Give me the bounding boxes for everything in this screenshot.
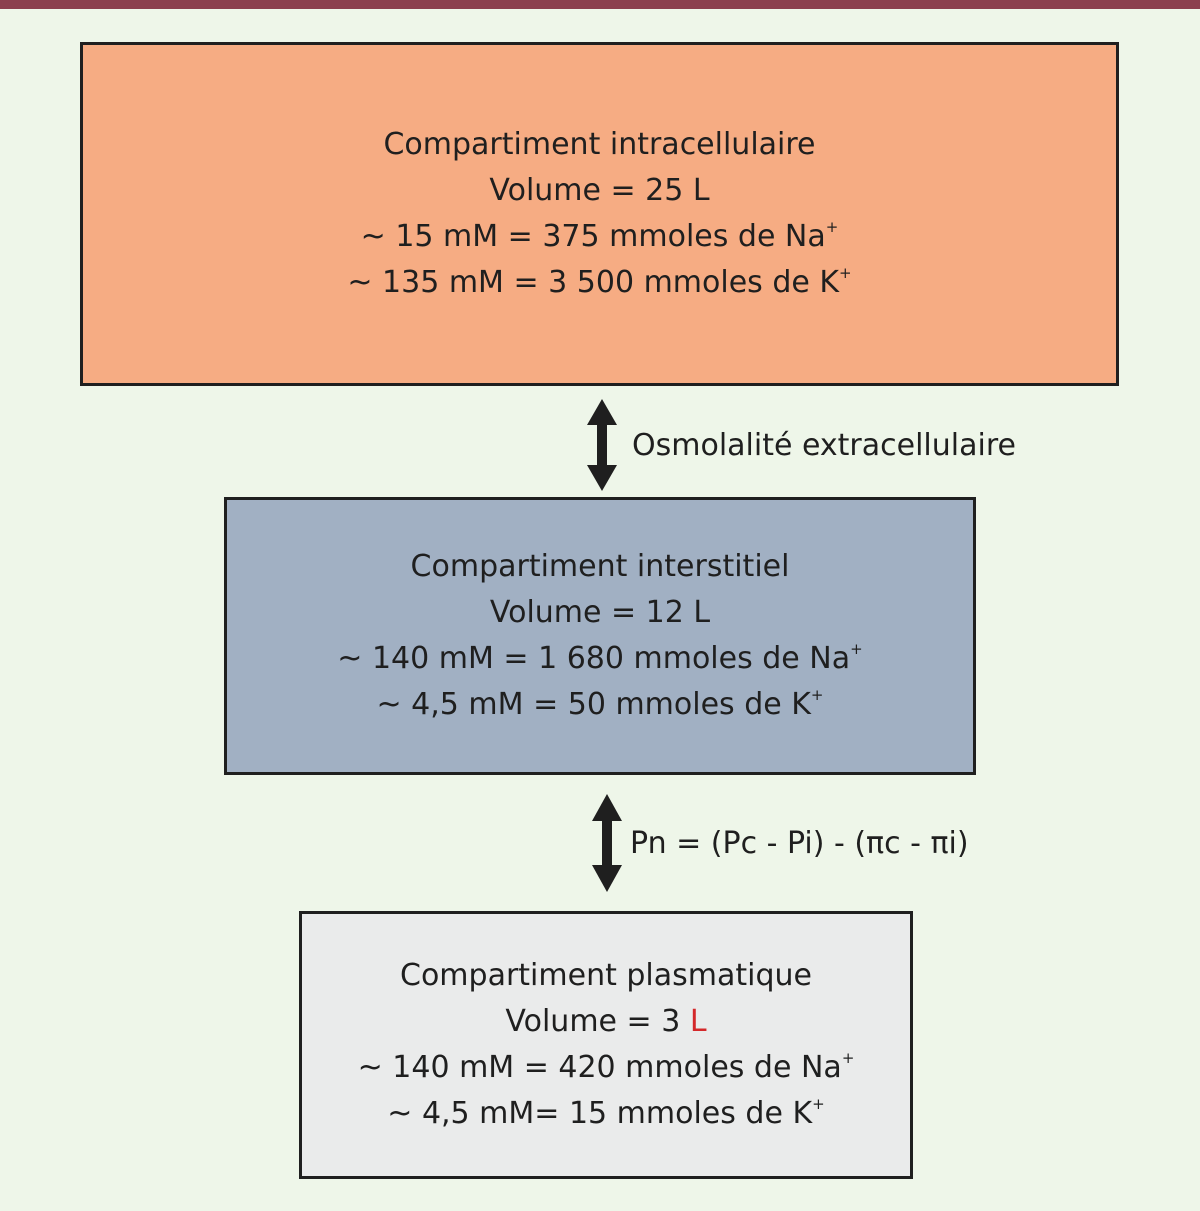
interstitial-sodium: ~ 140 mM = 1 680 mmoles de Na+ — [337, 636, 862, 682]
plasma-volume: Volume = 3 L — [505, 999, 706, 1045]
interstitial-potassium-text: ~ 4,5 mM = 50 mmoles de K — [376, 687, 811, 722]
interstitial-potassium: ~ 4,5 mM = 50 mmoles de K+ — [377, 682, 824, 728]
interstitial-sodium-text: ~ 140 mM = 1 680 mmoles de Na — [337, 641, 851, 676]
interstitial-potassium-charge: + — [810, 686, 824, 704]
plasma-title: Compartiment plasmatique — [400, 958, 812, 993]
osmolality-label: Osmolalité extracellulaire — [632, 428, 1016, 463]
plasma-sodium: ~ 140 mM = 420 mmoles de Na+ — [358, 1045, 855, 1091]
double-headed-arrow-icon — [592, 794, 622, 892]
interstitial-title: Compartiment interstitiel — [410, 549, 790, 584]
intracellular-sodium-charge: + — [825, 218, 839, 236]
plasma-potassium: ~ 4,5 mM= 15 mmoles de K+ — [387, 1091, 824, 1137]
plasma-volume-text: Volume = 3 — [505, 1004, 690, 1039]
plasma-sodium-text: ~ 140 mM = 420 mmoles de Na — [357, 1050, 842, 1085]
intracellular-potassium-text: ~ 135 mM = 3 500 mmoles de K — [347, 265, 840, 300]
intracellular-title: Compartiment intracellulaire — [383, 127, 816, 162]
plasma-potassium-charge: + — [812, 1095, 825, 1113]
plasma-volume-unit: L — [689, 1004, 707, 1039]
intracellular-sodium-text: ~ 15 mM = 375 mmoles de Na — [360, 219, 826, 254]
interstitial-compartment-box: Compartiment interstitiel Volume = 12 L … — [224, 497, 976, 775]
double-headed-arrow-icon — [587, 399, 617, 491]
top-rule — [0, 0, 1200, 9]
plasma-sodium-charge: + — [841, 1049, 855, 1067]
interstitial-sodium-charge: + — [850, 640, 863, 658]
intracellular-compartment-box: Compartiment intracellulaire Volume = 25… — [80, 42, 1119, 386]
intracellular-volume: Volume = 25 L — [489, 173, 710, 208]
plasma-potassium-text: ~ 4,5 mM= 15 mmoles de K — [387, 1096, 813, 1131]
intracellular-sodium: ~ 15 mM = 375 mmoles de Na+ — [361, 214, 839, 260]
intracellular-potassium: ~ 135 mM = 3 500 mmoles de K+ — [347, 260, 851, 306]
interstitial-volume: Volume = 12 L — [489, 595, 711, 630]
intracellular-potassium-charge: + — [839, 264, 852, 282]
plasma-compartment-box: Compartiment plasmatique Volume = 3 L ~ … — [299, 911, 913, 1179]
net-pressure-formula: Pn = (Pc - Pi) - (πc - πi) — [630, 826, 969, 861]
